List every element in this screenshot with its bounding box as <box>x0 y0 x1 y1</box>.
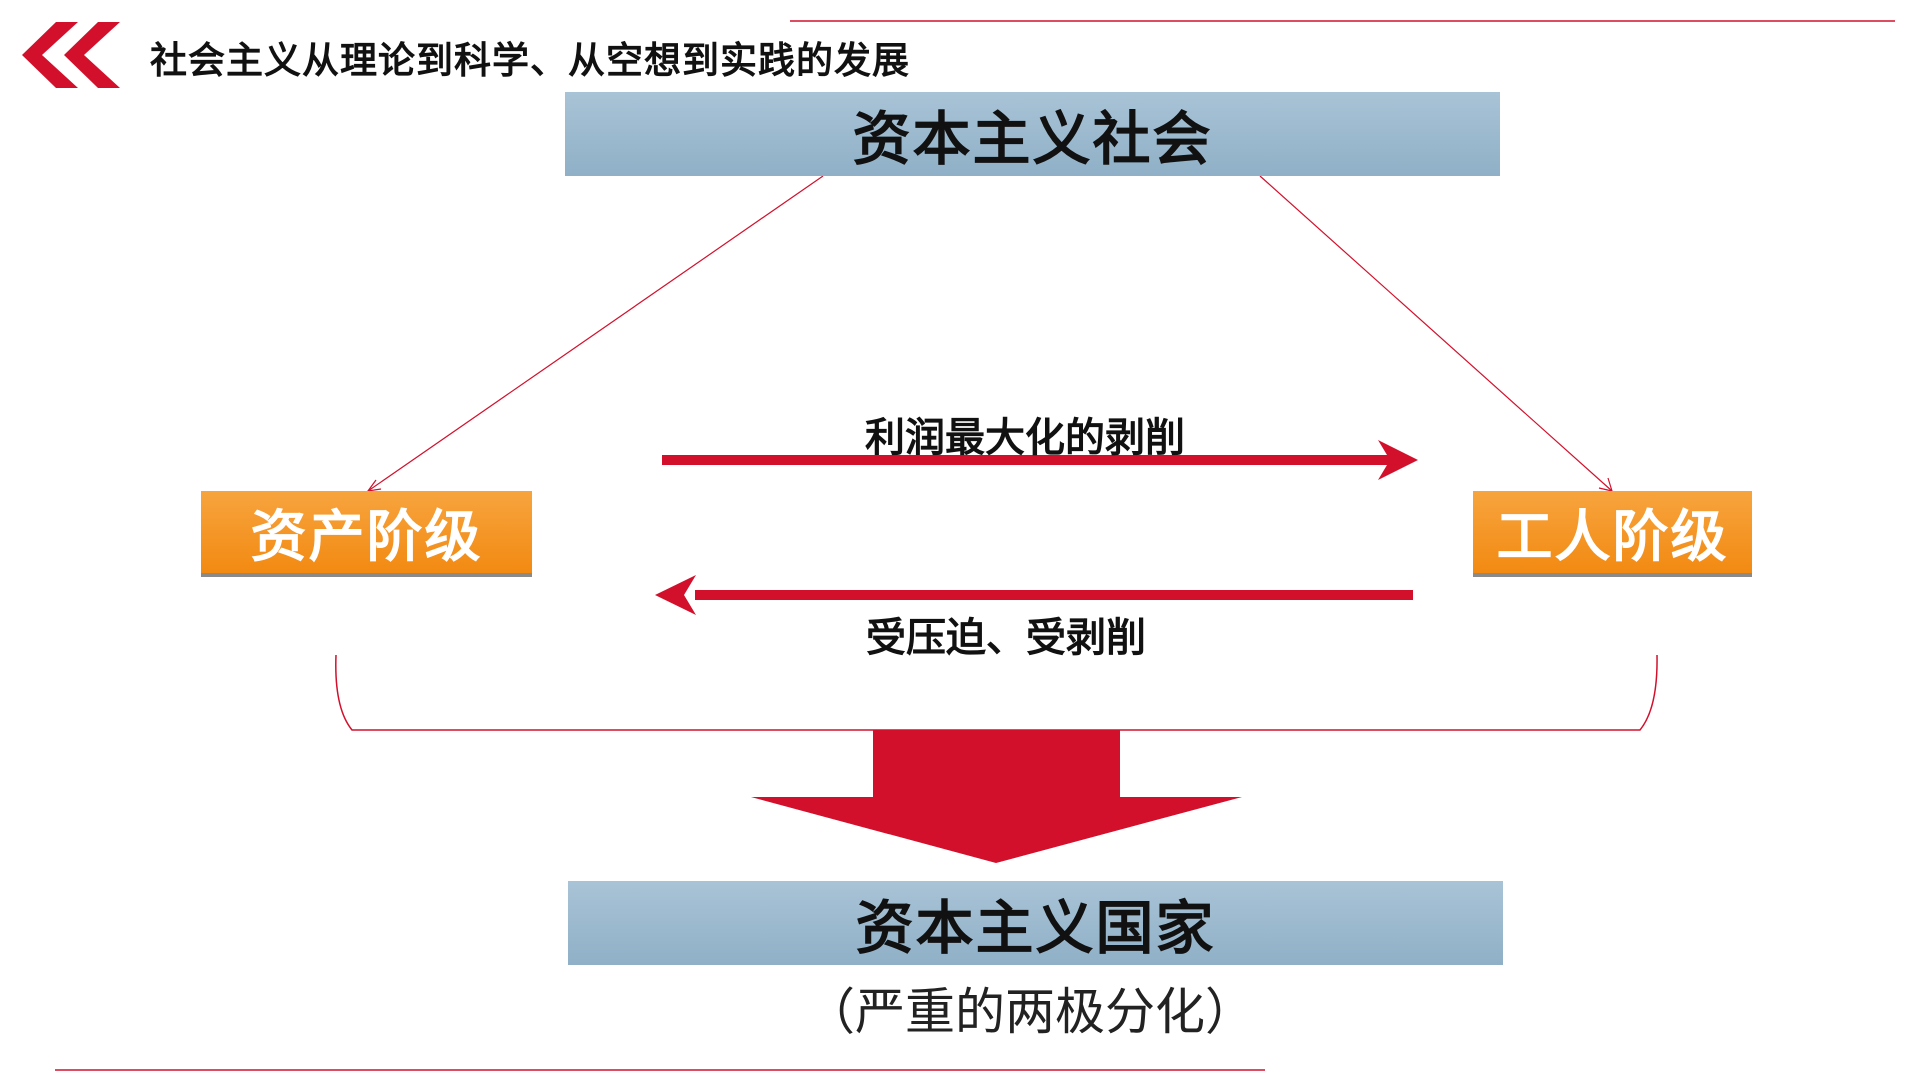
bracket <box>335 654 1658 731</box>
oppressed-label: 受压迫、受剥削 <box>866 615 1146 661</box>
capitalist-state-box: 资本主义国家 <box>568 881 1503 965</box>
arrow-oppressed-head <box>655 575 696 615</box>
connector-to-bourgeoisie <box>367 175 824 492</box>
working-class-box: 工人阶级 <box>1473 491 1752 577</box>
big-down-arrow <box>751 730 1242 863</box>
bourgeoisie-box: 资产阶级 <box>201 491 532 577</box>
capitalist-society-box: 资本主义社会 <box>565 92 1500 176</box>
connector-to-workers <box>1259 175 1613 492</box>
polarization-note: （严重的两极分化） <box>805 983 1255 1041</box>
arrow-exploitation-head <box>1378 440 1418 480</box>
exploitation-label: 利润最大化的剥削 <box>865 415 1185 461</box>
page-title: 社会主义从理论到科学、从空想到实践的发展 <box>150 39 910 82</box>
double-chevron-left-icon <box>22 22 120 88</box>
